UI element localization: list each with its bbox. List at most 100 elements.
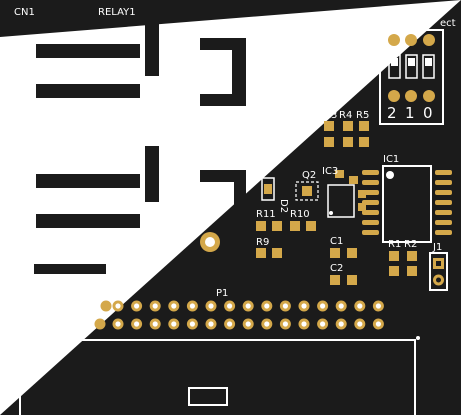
label-r3: R3: [324, 110, 337, 121]
j1-hole: [436, 277, 441, 283]
pad: [306, 221, 316, 231]
ic1-pin: [435, 180, 452, 185]
label-c2: C2: [330, 263, 343, 274]
label-r4: R4: [339, 110, 352, 121]
p1-pad-hole: [171, 303, 177, 309]
p1-pad-hole: [375, 321, 381, 327]
pad: [290, 221, 300, 231]
jumper-pad: [405, 34, 417, 46]
label-p1: P1: [216, 288, 228, 299]
relay-pad-hole: [205, 237, 215, 247]
p1-pad-hole: [282, 303, 288, 309]
pad: [272, 221, 282, 231]
ic1-pin: [362, 230, 379, 235]
pad: [256, 248, 266, 258]
relay-bracket-2: [200, 170, 246, 230]
p1-header-pads: [94, 300, 384, 330]
relay-bar-3: [36, 174, 140, 188]
jumper-pad: [388, 90, 400, 102]
p1-pad-hole: [301, 303, 307, 309]
p1-pad-hole: [282, 321, 288, 327]
pad: [272, 248, 282, 258]
ic3-pin1-dot: [329, 211, 333, 215]
pad: [359, 121, 369, 131]
pad: [330, 248, 340, 258]
ic1-pin: [362, 210, 379, 215]
jumper-pad: [388, 34, 400, 46]
pad: [359, 137, 369, 147]
p1-pad-hole: [152, 321, 158, 327]
jumper-digit-1: 1: [405, 104, 415, 122]
p1-pad-hole: [301, 321, 307, 327]
p1-pad-hole: [320, 321, 326, 327]
ic1-pin: [435, 230, 452, 235]
j1-hole: [436, 261, 441, 266]
ic1-footprint: [362, 165, 452, 243]
diode-d2-pad: [264, 184, 272, 194]
board-top-wedge: [0, 0, 461, 37]
select-outline: [379, 29, 444, 125]
label-j1: J1: [432, 242, 442, 253]
p1-pad-hole: [338, 321, 344, 327]
relay-bar-5: [34, 264, 106, 274]
p1-pad-hole: [375, 303, 381, 309]
pad: [389, 266, 399, 276]
resistor-r3-r5: [324, 121, 369, 147]
label-d2: D2: [278, 199, 289, 213]
relay-bar-2: [36, 84, 140, 98]
label-r5: R5: [356, 110, 369, 121]
bottom-connector-key: [188, 387, 228, 406]
select-jumper-block: [379, 29, 444, 125]
label-ic1: IC1: [383, 154, 399, 165]
jumper-pad: [423, 90, 435, 102]
label-select: ect: [440, 18, 456, 29]
relay-bar-1: [36, 44, 140, 58]
label-r11: R11: [256, 209, 276, 220]
resistors-r9-r11: [256, 221, 316, 258]
ic1-pin: [362, 220, 379, 225]
label-relay1: RELAY1: [98, 7, 136, 18]
pad: [347, 248, 357, 258]
ic1-pin: [435, 170, 452, 175]
pad: [349, 176, 358, 184]
ic1-pin: [362, 180, 379, 185]
label-r1: R1: [388, 239, 401, 250]
jumper-fill: [391, 58, 398, 66]
relay-post-2: [145, 146, 159, 202]
pad: [407, 251, 417, 261]
p1-pad-hole: [245, 321, 251, 327]
pad: [407, 266, 417, 276]
jumper-slot: [405, 54, 418, 79]
label-r10: R10: [290, 209, 310, 220]
jumper-slot: [388, 54, 401, 79]
p1-pad-hole: [152, 303, 158, 309]
pad: [335, 170, 344, 178]
p1-pad-hole: [264, 321, 270, 327]
pad: [324, 137, 334, 147]
diode-d2-outline: [261, 177, 275, 201]
p1-pad-hole: [115, 321, 121, 327]
jumper-fill: [408, 58, 415, 66]
pad: [358, 190, 366, 198]
p1-pad-hole: [208, 321, 214, 327]
p1-pad-hole: [208, 303, 214, 309]
bottom-connector-dot: [416, 336, 420, 340]
q2-pad: [302, 186, 312, 196]
p1-pad-hole: [227, 303, 233, 309]
j1-outline: [429, 252, 448, 291]
pad: [343, 121, 353, 131]
p1-pad-hole: [134, 321, 140, 327]
jumper-fill: [425, 58, 432, 66]
ic1-pin: [362, 170, 379, 175]
label-ic3: IC3: [322, 166, 338, 177]
ic1-pin: [435, 220, 452, 225]
pad: [343, 137, 353, 147]
jumper-slot: [422, 54, 435, 79]
relay-footprint: [34, 20, 246, 274]
capacitors-c1-c2: [330, 248, 357, 285]
jumper-pad: [423, 34, 435, 46]
pad: [256, 221, 266, 231]
p1-pad-hole: [357, 321, 363, 327]
